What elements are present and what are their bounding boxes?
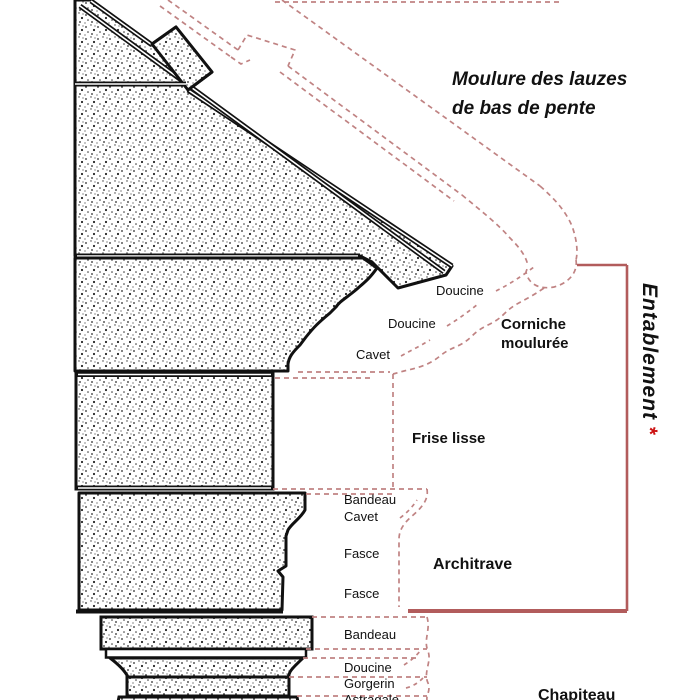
entablement-asterisk: * [638,426,661,437]
label-doucine-top: Doucine [436,283,484,298]
label-leader-lines [399,266,535,689]
ghost-capital-profile [289,616,430,700]
frieze-shape [74,371,275,491]
capital-shape [99,615,314,700]
label-doucine-mid: Doucine [388,316,436,331]
section-label-frise: Frise lisse [412,430,486,447]
ghost-architrave-profile [273,488,429,607]
cornice-shape [73,256,379,373]
section-label-corniche: Corniche moulurée [501,316,569,354]
label-doucine-chapiteau: Doucine [344,660,392,675]
ghost-cornice-profile [275,287,545,488]
section-label-architrave: Architrave [433,556,513,573]
corniche-line1: Corniche [501,316,567,333]
entablement-text: Entablement [638,283,661,421]
roof-moulding-title: Moulure des lauzes de bas de pente [452,66,627,123]
label-cavet-architrave: Cavet [344,509,378,524]
label-fasce-1: Fasce [344,546,380,561]
label-bandeau-chapiteau: Bandeau [344,627,397,642]
section-label-chapiteau: Chapiteau [538,687,616,700]
entablement-bracket [408,263,629,613]
roof-moulding-title-line1: Moulure des lauzes [452,69,628,90]
label-fasce-2: Fasce [344,586,380,601]
label-bandeau-architrave: Bandeau [344,492,397,507]
label-astragale: Astragale [344,692,399,700]
corniche-line2: moulurée [501,334,569,352]
roof-moulding-title-line2: de bas de pente [452,97,596,119]
architrave-shape [76,491,307,614]
entablement-bracket-label: Entablement * [637,283,661,563]
roof-gable-shape [73,0,454,290]
label-gorgerin: Gorgerin [344,676,395,691]
ghost-lauze-moulding-outline [159,0,578,289]
label-cavet-cornice: Cavet [356,347,390,362]
